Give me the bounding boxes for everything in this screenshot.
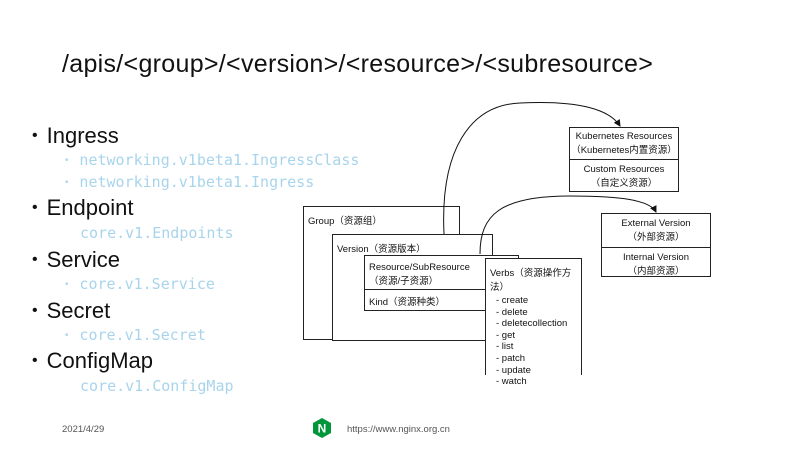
bullet-configmap: •ConfigMap [32,348,153,373]
bullet-endpoint: •Endpoint [32,195,134,220]
k8s-resources-cn-label: （Kubernetes内置资源） [571,145,677,156]
footer-date: 2021/4/29 [62,424,105,435]
verb-item: - patch [496,352,526,364]
internal-version-label: Internal Version [622,252,689,263]
sub-ingress: •networking.v1beta1.Ingress [64,173,315,191]
bullet-secret: •Secret [32,298,111,323]
custom-resources-cn-label: （自定义资源） [590,178,658,189]
verb-item: - watch [496,376,527,388]
arrow-to-resources [443,101,621,235]
resource-cn-label: （资源/子资源） [369,276,439,287]
sub-service: •core.v1.Service [64,275,215,293]
svg-text:N: N [318,422,327,436]
arrow-to-versions [479,195,657,255]
verb-item: - get [496,329,516,341]
verb-item: - list [496,341,514,353]
verbs-box: Verbs（资源操作方法） - create - delete - delete… [485,258,582,387]
kind-label: Kind（资源种类） [369,297,446,308]
slide-title: /apis/<group>/<version>/<resource>/<subr… [62,50,654,78]
kind-row: Kind（资源种类） [365,289,518,308]
versions-box: External Version （外部资源） Internal Version… [601,213,711,277]
k8s-resources-label: Kubernetes Resources [575,131,673,142]
bullet-ingress: •Ingress [32,123,119,148]
sub-endpoints: core.v1.Endpoints [80,224,234,242]
version-label: Version（资源版本） [337,244,426,255]
sub-ingressclass: •networking.v1beta1.IngressClass [64,151,360,169]
internal-version-cn-label: （内部资源） [627,266,685,277]
bullet-service: •Service [32,247,120,272]
sub-configmap: core.v1.ConfigMap [80,377,234,395]
group-label: Group（资源组） [308,216,382,227]
resource-label: Resource/SubResource [369,262,470,273]
external-version-label: External Version [621,218,691,229]
sub-secret: •core.v1.Secret [64,326,206,344]
verb-item: - update [496,364,531,376]
verb-item: - delete [496,306,528,318]
nginx-logo-icon: N [313,418,331,438]
external-version-cn-label: （外部资源） [627,232,685,243]
verbs-title: Verbs（资源操作方法） [490,268,572,293]
custom-resources-label: Custom Resources [583,164,665,175]
verb-item: - create [496,295,529,306]
verb-item: - deletecollection [496,318,568,330]
resources-box: Kubernetes Resources （Kubernetes内置资源） Cu… [569,127,679,192]
footer-url: https://www.nginx.org.cn [347,424,450,435]
